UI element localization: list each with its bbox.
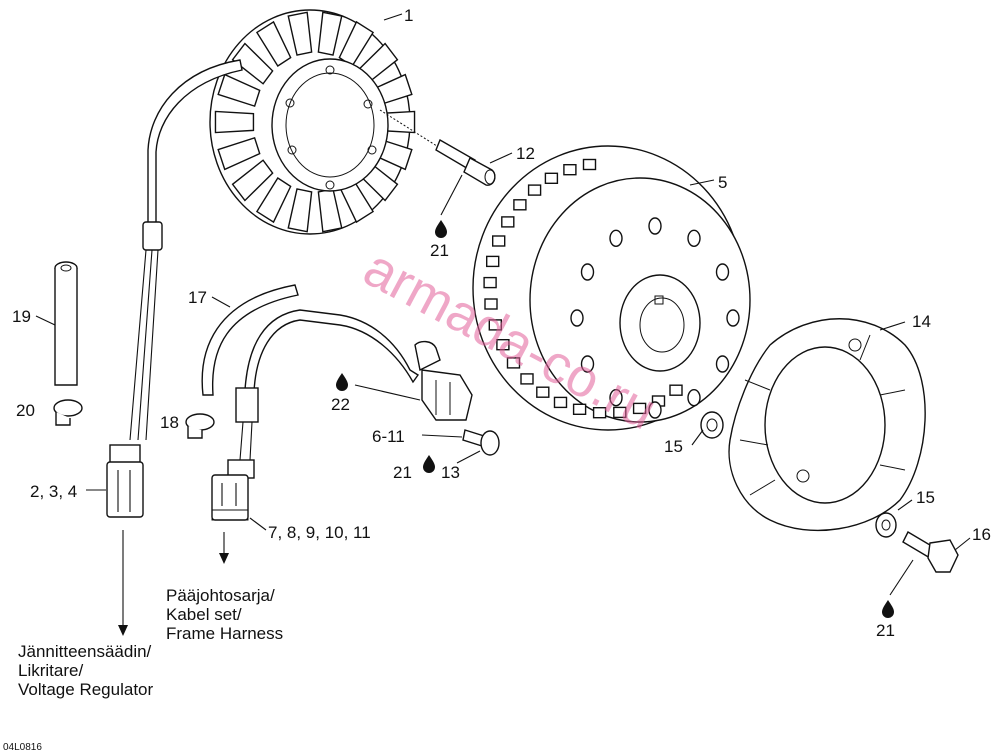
flywheel-slot: [484, 298, 498, 310]
bolt-12: [379, 109, 496, 186]
harness-label-line-2: Kabel set/: [166, 605, 242, 624]
flywheel-slot: [501, 216, 515, 228]
flywheel: [472, 145, 751, 431]
callout-22: 22: [331, 395, 350, 414]
flywheel-slot: [592, 407, 607, 419]
stator-tooth: [255, 20, 292, 67]
flywheel-hole: [687, 389, 701, 407]
pickup-sensor: [235, 309, 473, 461]
arrow-harness: [219, 553, 229, 564]
stator-cable: [129, 59, 243, 441]
bolt-16: [902, 531, 959, 573]
figure-code: 04L0816: [3, 742, 42, 753]
flywheel-hole: [580, 263, 595, 281]
flywheel-hole: [570, 309, 584, 327]
oil-drop-icon: [336, 373, 348, 391]
leader-lines: [35, 13, 971, 596]
flywheel-slot: [563, 163, 577, 176]
callout-21-mid: 21: [393, 463, 412, 482]
stator-tooth: [317, 11, 343, 56]
flywheel-hole: [715, 263, 730, 281]
callout-6-11: 6-11: [372, 427, 405, 446]
flywheel-hole: [580, 355, 595, 373]
callout-20: 20: [16, 401, 35, 420]
oil-drop-icon: [423, 455, 435, 473]
regulator-connector: [106, 444, 144, 518]
flywheel-slot: [513, 199, 527, 211]
stator: [209, 9, 416, 235]
callout-16: 16: [972, 525, 991, 544]
flywheel-slot: [492, 235, 506, 247]
flywheel-slot: [553, 396, 568, 409]
hose-17: [201, 284, 299, 396]
flywheel-slot: [582, 158, 597, 171]
washer-15-lower: [875, 512, 897, 538]
stator-tooth: [287, 188, 313, 233]
stator-tooth: [231, 159, 274, 202]
clamp-18: [185, 413, 215, 439]
harness-label-line-1: Pääjohtosarja/: [166, 586, 275, 605]
flywheel-slot: [669, 384, 683, 396]
callout-15-lower: 15: [916, 488, 935, 507]
oil-drop-icon: [882, 600, 894, 618]
callout-14: 14: [912, 312, 931, 331]
callout-19: 19: [12, 307, 31, 326]
flywheel-slot: [520, 373, 534, 385]
flywheel-hole: [609, 229, 623, 248]
harness-connector: [211, 459, 255, 521]
screw-13: [462, 429, 500, 456]
trigger-ring: [728, 318, 926, 532]
flywheel-hole: [687, 229, 701, 248]
callout-1: 1: [404, 6, 413, 25]
callout-13: 13: [441, 463, 460, 482]
stator-tooth: [255, 177, 292, 224]
flywheel-hole: [648, 217, 662, 235]
callout-21-bottom: 21: [876, 621, 895, 640]
flywheel-slot: [506, 357, 521, 369]
clamp-20: [53, 399, 83, 426]
sleeve-19: [54, 261, 78, 386]
flywheel-slot: [536, 386, 550, 398]
stator-tooth: [217, 137, 261, 171]
callout-18: 18: [160, 413, 179, 432]
flywheel-slot: [613, 406, 627, 419]
callout-17: 17: [188, 288, 207, 307]
oil-drop-icon: [435, 220, 447, 238]
stator-tooth: [214, 110, 255, 134]
callout-2-3-4: 2, 3, 4: [30, 482, 77, 501]
washer-15-upper: [700, 411, 724, 439]
regulator-label-line-1: Jännitteensäädin/: [18, 642, 152, 661]
callout-5: 5: [718, 173, 727, 192]
harness-label-line-3: Frame Harness: [166, 624, 283, 643]
arrow-regulator: [118, 625, 128, 636]
flywheel-slot: [632, 402, 647, 415]
regulator-label-line-2: Likritare/: [18, 661, 83, 680]
flywheel-slot: [544, 172, 559, 185]
callout-7-11: 7, 8, 9, 10, 11: [268, 523, 371, 542]
callout-21-top: 21: [430, 241, 449, 260]
flywheel-hole: [726, 309, 740, 327]
flywheel-slot: [496, 339, 510, 351]
flywheel-slot: [486, 255, 500, 268]
flywheel-hole: [648, 401, 662, 419]
flywheel-hole: [715, 355, 730, 373]
flywheel-slot: [483, 276, 497, 289]
callout-12: 12: [516, 144, 535, 163]
flywheel-slot: [488, 319, 502, 331]
flywheel-hole: [609, 389, 623, 407]
callout-15-upper: 15: [664, 437, 683, 456]
stator-tooth: [231, 42, 274, 85]
regulator-label-line-3: Voltage Regulator: [18, 680, 153, 699]
flywheel-slot: [527, 184, 542, 196]
flywheel-slot: [572, 403, 587, 415]
stator-tooth: [287, 11, 313, 56]
